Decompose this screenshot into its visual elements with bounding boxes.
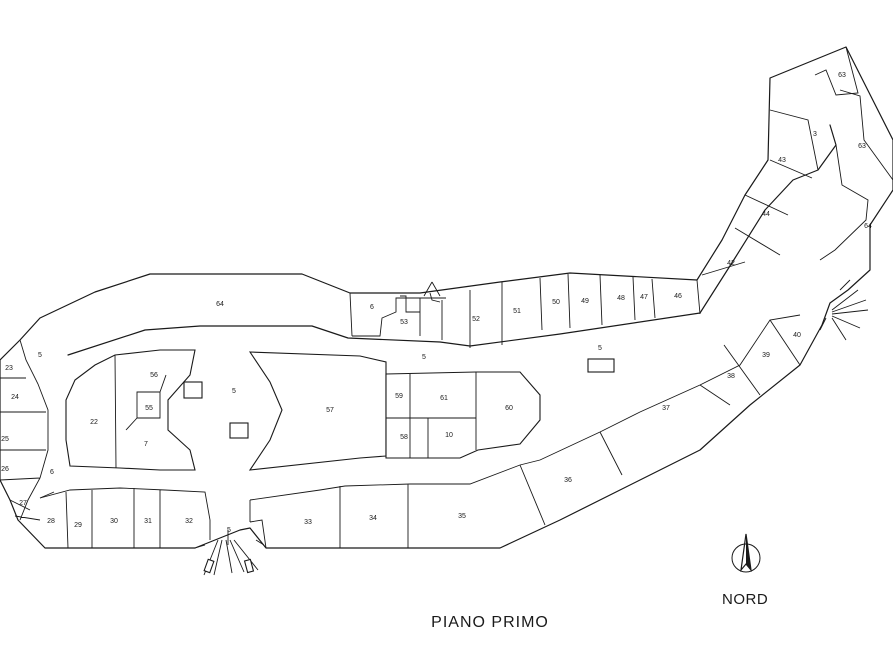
stair-core-north: [183, 381, 203, 399]
unit-label: 35: [458, 513, 466, 520]
unit-label: 28: [47, 518, 55, 525]
unit-label: 30: [110, 518, 118, 525]
unit-label: 33: [304, 519, 312, 526]
unit-label: 60: [505, 405, 513, 412]
south-entrance-fan: [194, 530, 265, 576]
south-shops-right-lines: [249, 314, 801, 548]
north-arrow-icon: [731, 533, 761, 573]
unit-label: 31: [144, 518, 152, 525]
unit-label: 38: [727, 373, 735, 380]
unit-label: 53: [400, 319, 408, 326]
south-shops-left-lines: [39, 487, 211, 549]
unit-label: 7: [144, 441, 148, 448]
unit-label: 63: [838, 72, 846, 79]
unit-label: 3: [813, 131, 817, 138]
unit-label: 59: [395, 393, 403, 400]
ne-block-lines: [701, 46, 893, 276]
unit-label: 40: [793, 332, 801, 339]
unit-label: 39: [762, 352, 770, 359]
north-corridor-edge: [67, 124, 837, 356]
unit-label: 50: [552, 299, 560, 306]
unit-label: 27: [19, 500, 27, 507]
unit-label: 46: [674, 293, 682, 300]
unit-label: 64: [216, 301, 224, 308]
unit-label: 49: [581, 298, 589, 305]
building-outline: [0, 46, 893, 549]
unit-label: 55: [145, 405, 153, 412]
unit-label: 10: [445, 432, 453, 439]
unit-label: 56: [150, 372, 158, 379]
plan-title: PIANO PRIMO: [431, 614, 549, 631]
unit-label: 58: [400, 434, 408, 441]
east-block-units: [385, 371, 541, 459]
unit-label: 36: [564, 477, 572, 484]
unit-label: 5: [232, 388, 236, 395]
unit-label: 64: [864, 223, 872, 230]
unit-label: 47: [640, 294, 648, 301]
north-entrance-lines: [349, 292, 441, 337]
west-island: [65, 349, 196, 471]
unit-labels: 63 3 43 63 44 42 64 64 5 6 53 52 51 50 4…: [1, 72, 872, 534]
unit-label: 5: [38, 352, 42, 359]
unit-label: 26: [1, 466, 9, 473]
unit-label: 29: [74, 522, 82, 529]
unit-label: 25: [1, 436, 9, 443]
unit-label: 5: [422, 354, 426, 361]
unit-label: 44: [762, 211, 770, 218]
unit-label: 22: [90, 419, 98, 426]
east-entrance-fan: [819, 279, 869, 341]
stair-core-south: [229, 422, 249, 439]
unit-label: 48: [617, 295, 625, 302]
unit-label: 43: [778, 157, 786, 164]
unit-label: 51: [513, 308, 521, 315]
unit-label: 23: [5, 365, 13, 372]
unit-label: 6: [50, 469, 54, 476]
unit-label: 32: [185, 518, 193, 525]
unit-label: 37: [662, 405, 670, 412]
unit-label: 34: [369, 515, 377, 522]
east-island-57: [248, 351, 387, 471]
west-island-dividers: [114, 354, 167, 469]
unit-label: 61: [440, 395, 448, 402]
unit-label: 5: [227, 527, 231, 534]
north-label: NORD: [722, 591, 769, 608]
north-entrance-fan: [418, 281, 446, 299]
unit-label: 52: [472, 316, 480, 323]
north-shops-lines: [441, 273, 701, 348]
unit-label: 6: [370, 304, 374, 311]
unit-label: 57: [326, 407, 334, 414]
unit-label: 42: [727, 260, 735, 267]
west-shops-lines: [0, 339, 55, 521]
corridor-kiosk: [587, 358, 615, 373]
south-corridor-edge: [249, 500, 267, 549]
east-block-dividers: [386, 372, 477, 458]
unit-label: 63: [858, 143, 866, 150]
unit-label: 5: [598, 345, 602, 352]
unit-label: 24: [11, 394, 19, 401]
